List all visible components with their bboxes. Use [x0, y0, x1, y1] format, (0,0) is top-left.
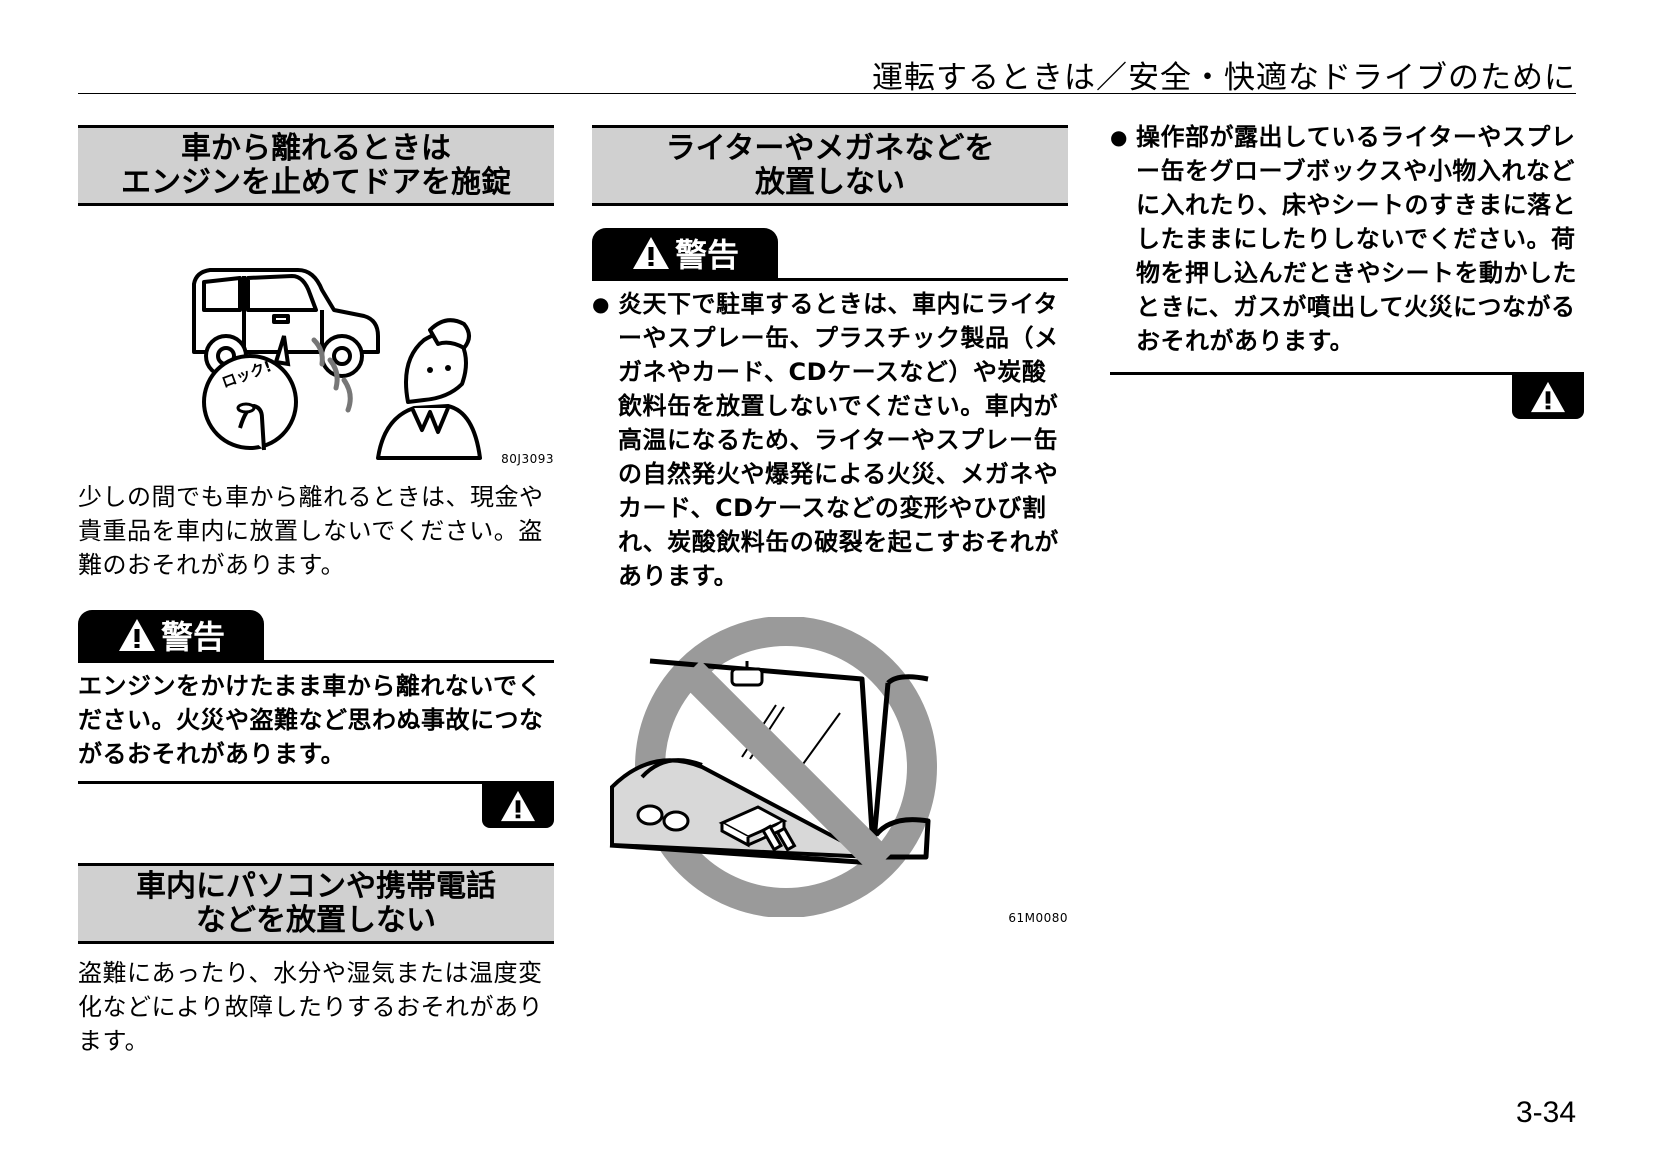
- warning-end-tab: [1512, 375, 1584, 419]
- warning-end: [78, 781, 554, 829]
- warning-triangle-icon: [118, 619, 155, 651]
- prohibition-slash-icon: [679, 660, 893, 874]
- section-heading-line: 放置しない: [755, 165, 905, 200]
- warning-end: [1110, 372, 1584, 420]
- warning-bullet-item: ● 操作部が露出しているライターやスプレー缶をグローブボックスや小物入れなどに入…: [1110, 120, 1584, 358]
- figure-code: 80J3093: [501, 452, 554, 466]
- section-heading-line: などを放置しない: [196, 903, 436, 938]
- section-heading-leave-car: 車から離れるときは エンジンを止めてドアを施錠: [78, 125, 554, 206]
- warning-text: 炎天下で駐車するときは、車内にライターやスプレー缶、プラスチック製品（メガネやカ…: [618, 290, 1059, 590]
- figure-code: 61M0080: [1008, 911, 1068, 925]
- column-1: 車から離れるときは エンジンを止めてドアを施錠 ロッ: [78, 125, 554, 1058]
- warning-triangle-icon: [632, 237, 669, 269]
- warning-end-tab: [482, 784, 554, 828]
- warning-text: 操作部が露出しているライターやスプレー缶をグローブボックスや小物入れなどに入れた…: [1136, 123, 1577, 355]
- column-3: ● 操作部が露出しているライターやスプレー缶をグローブボックスや小物入れなどに入…: [1110, 120, 1584, 420]
- car-lock-illustration: ロック!: [192, 268, 482, 460]
- warning-label: 警告: [160, 618, 225, 656]
- page-number: 3-34: [1515, 1096, 1576, 1129]
- warning-tab: 警告: [78, 610, 264, 660]
- warning-tab: 警告: [592, 228, 778, 278]
- warning-header: 警告: [78, 608, 554, 660]
- section-heading-line: 車から離れるときは: [181, 131, 451, 166]
- warning-rule: [592, 278, 1068, 281]
- section-heading-pc-phone: 車内にパソコンや携帯電話 などを放置しない: [78, 863, 554, 944]
- warning-rule: [78, 660, 554, 663]
- warning-text: エンジンをかけたまま車から離れないでください。火災や盗難など思わぬ事故につながる…: [78, 672, 544, 768]
- warning-triangle-icon: [1531, 381, 1565, 413]
- figure-dashboard-prohibited: 61M0080: [592, 616, 1068, 925]
- warning-label: 警告: [674, 236, 739, 274]
- body-paragraph: 盗難にあったり、水分や湿気または温度変化などにより故障したりするおそれがあります…: [78, 959, 544, 1055]
- column-2: ライターやメガネなどを 放置しない 警告 ● 炎天下で駐車するときは、車内にライ…: [592, 125, 1068, 925]
- body-paragraph: 少しの間でも車から離れるときは、現金や貴重品を車内に放置しないでください。盗難の…: [78, 483, 544, 579]
- bullet-icon: ●: [1110, 125, 1128, 149]
- figure-lock-car: ロック! 80J3093: [78, 212, 554, 466]
- page-header-title: 運転するときは／安全・快適なドライブのために: [872, 60, 1576, 96]
- header-divider: [78, 93, 1576, 94]
- warning-header: 警告: [592, 226, 1068, 278]
- warning-bullet-item: ● 炎天下で駐車するときは、車内にライターやスプレー缶、プラスチック製品（メガネ…: [592, 287, 1068, 593]
- section-heading-lighter-glasses: ライターやメガネなどを 放置しない: [592, 125, 1068, 206]
- section-heading-line: ライターやメガネなどを: [665, 131, 995, 166]
- section-heading-line: エンジンを止めてドアを施錠: [121, 165, 511, 200]
- dashboard-prohibition-illustration: [609, 616, 937, 918]
- bullet-icon: ●: [592, 292, 610, 316]
- warning-triangle-icon: [501, 790, 535, 822]
- section-heading-line: 車内にパソコンや携帯電話: [136, 869, 496, 904]
